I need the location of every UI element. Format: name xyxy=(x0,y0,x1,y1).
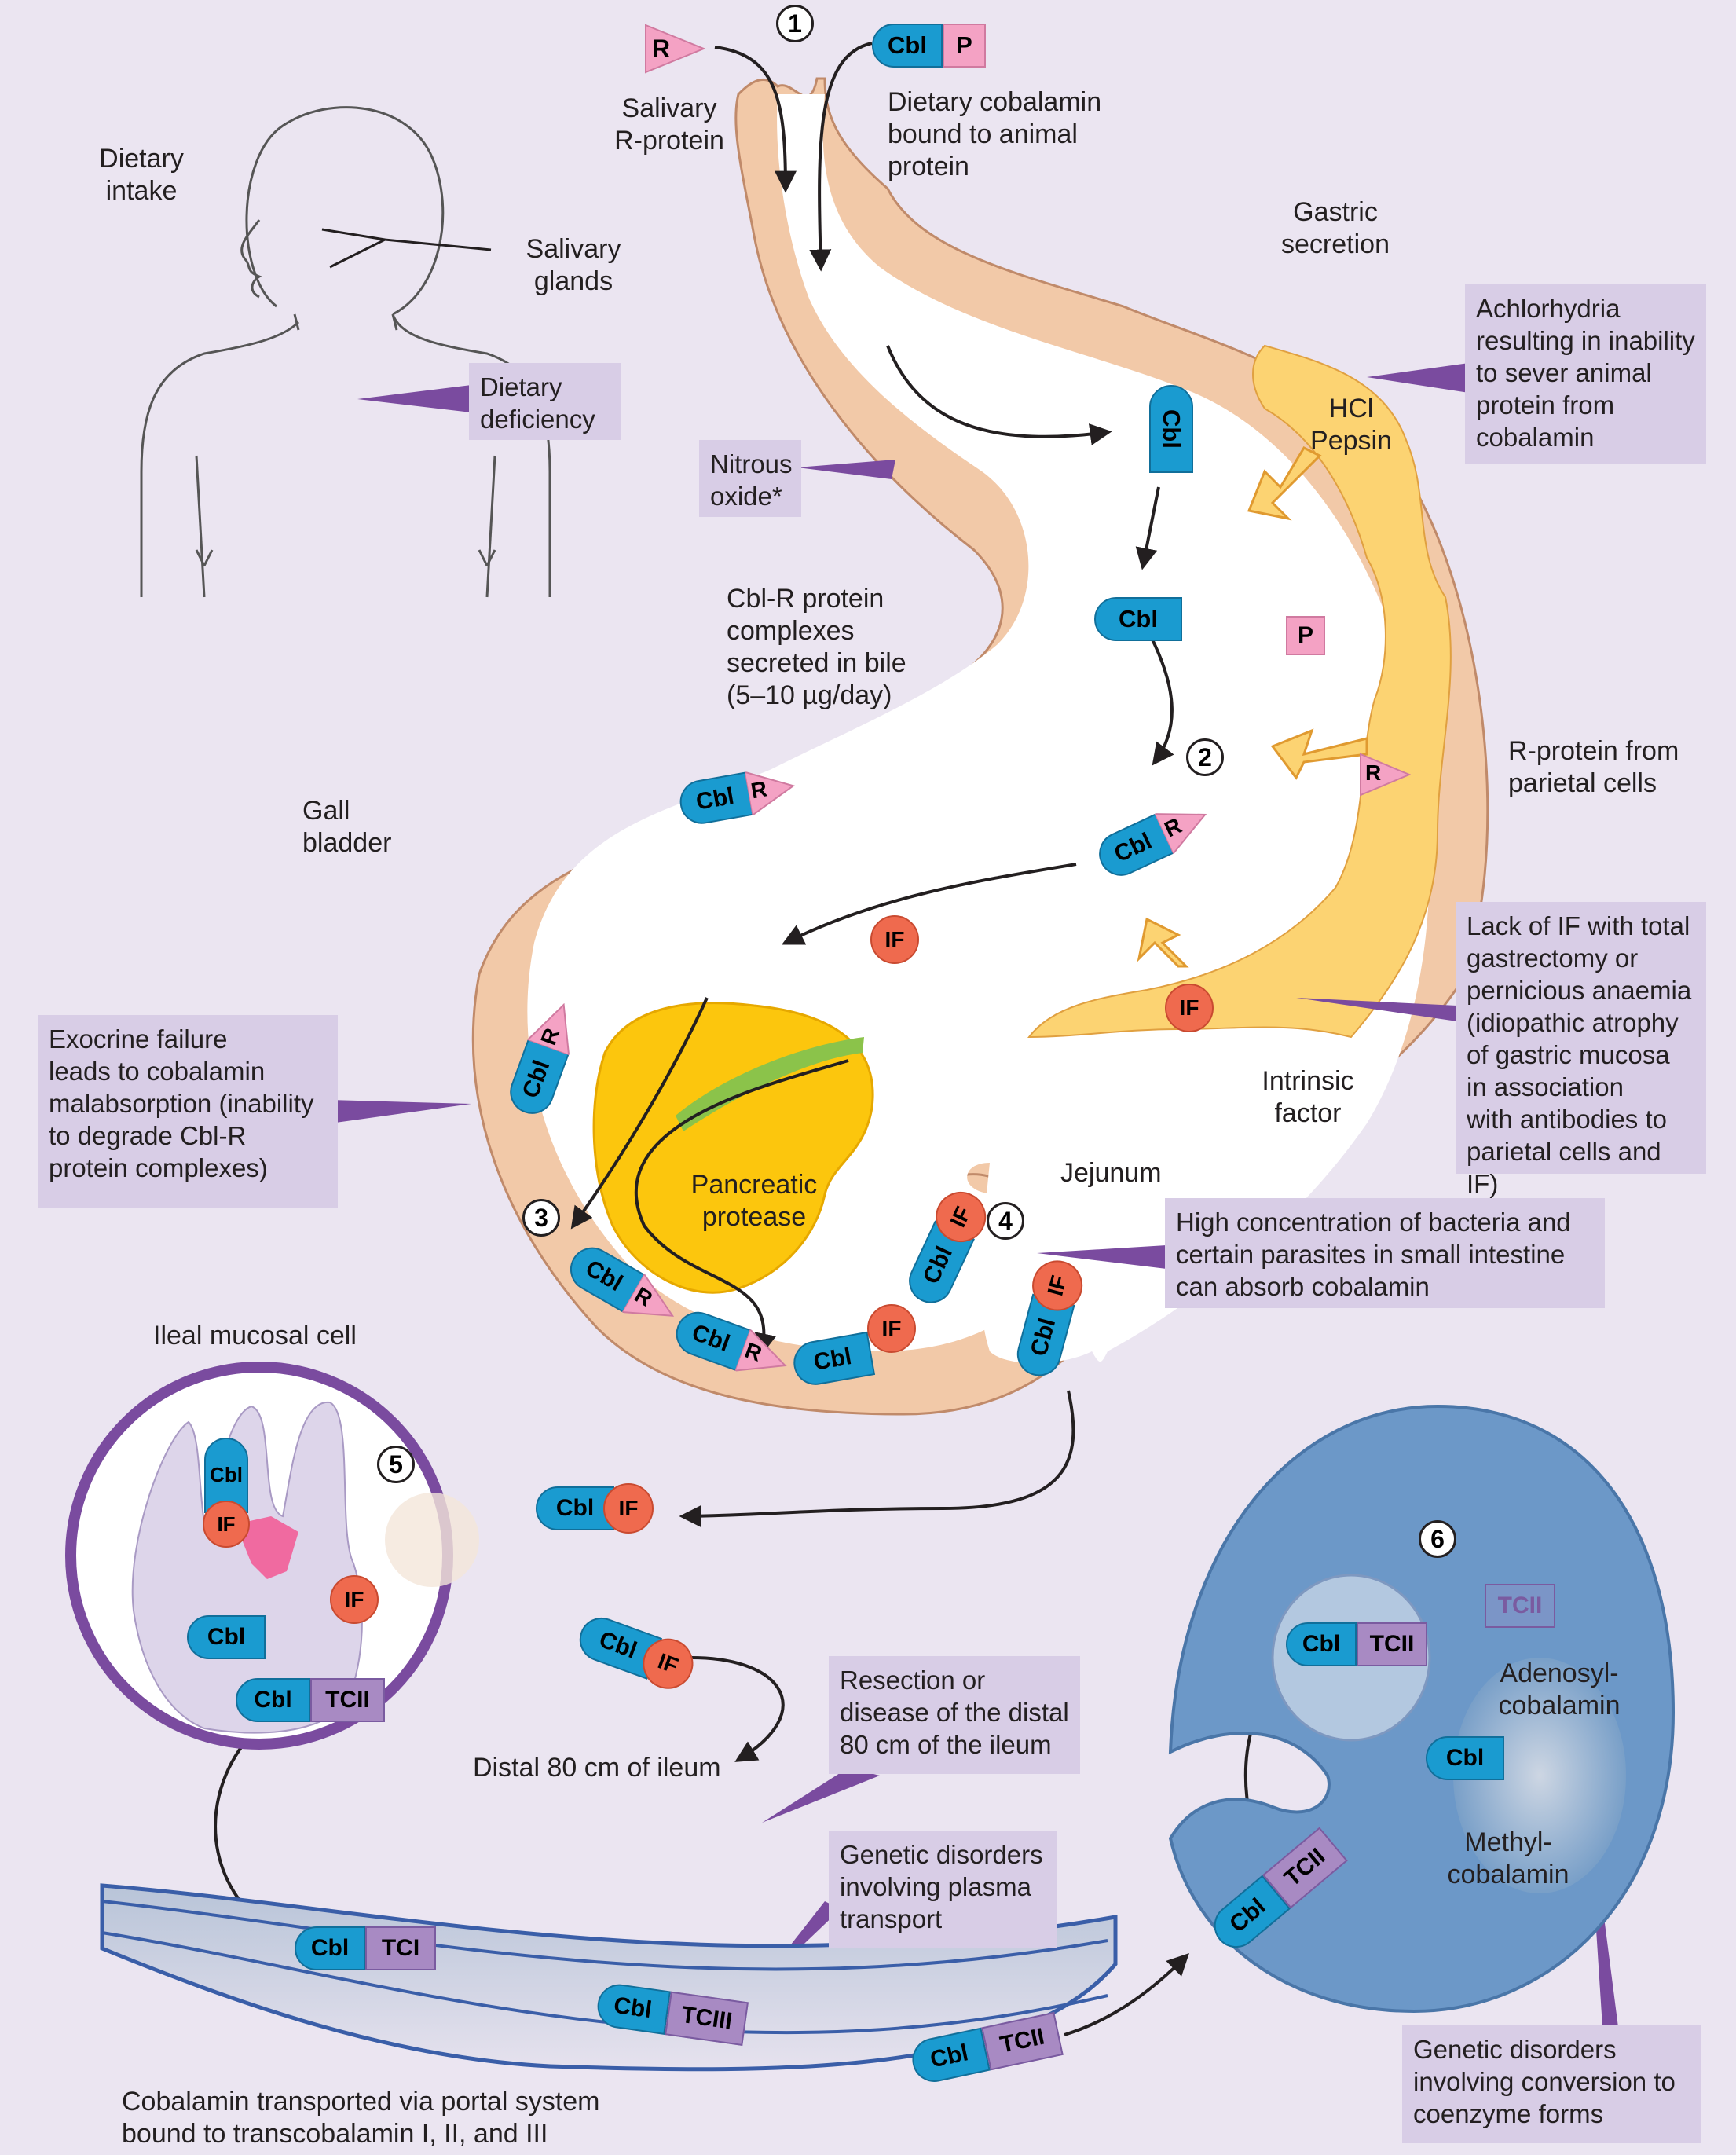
label-rprotein-parietal: R-protein from parietal cells xyxy=(1508,736,1679,798)
tcii-degraded: TCII xyxy=(1485,1584,1555,1628)
cbl-free-mucosal: Cbl xyxy=(187,1615,266,1659)
label-ileal-mucosal-cell: Ileal mucosal cell xyxy=(153,1321,357,1351)
cbl-free-1: Cbl xyxy=(1149,385,1193,473)
secretion-arrows xyxy=(1137,446,1368,968)
if-free-stomach: IF xyxy=(870,915,919,964)
cbl-free-2: Cbl xyxy=(1094,597,1182,641)
cbl-r-lower-1: Cbl R xyxy=(562,1239,683,1335)
if-intrinsic-factor: IF xyxy=(1165,984,1214,1032)
step-marker-4: 4 xyxy=(987,1202,1024,1240)
cbl-free-cell: Cbl xyxy=(1426,1736,1504,1780)
callout-lack-of-if: Lack of IF with total gastrectomy or per… xyxy=(1456,902,1706,1198)
label-adenosylcobalamin: Adenosyl- cobalamin xyxy=(1498,1658,1621,1721)
pancreatic-duct xyxy=(676,1037,864,1131)
callout-genetic-plasma: Genetic disorders involving plasma trans… xyxy=(829,1831,1057,1948)
label-gall-bladder: Gall bladder xyxy=(302,796,392,858)
step-marker-6: 6 xyxy=(1419,1520,1456,1558)
callout-achlorhydria: Achlorhydria resulting in inability to s… xyxy=(1465,284,1706,464)
callout-nitrous-oxide: Nitrous oxide* xyxy=(699,440,801,517)
cbl-p-complex: Cbl P xyxy=(872,24,986,68)
callout-resection: Resection or disease of the distal 80 cm… xyxy=(829,1656,1080,1774)
cbl-tcii-lysosome: Cbl TCII xyxy=(1286,1622,1427,1666)
label-portal-transport: Cobalamin transported via portal system … xyxy=(122,2087,600,2149)
label-salivary-rprotein: Salivary R-protein xyxy=(614,93,724,156)
label-jejunum: Jejunum xyxy=(1060,1158,1162,1188)
cbl-if-mucosal: Cbl IF xyxy=(203,1438,250,1548)
label-cbl-r-bile: Cbl-R protein complexes secreted in bile… xyxy=(727,584,906,710)
callout-dietary-deficiency: Dietary deficiency xyxy=(469,363,621,440)
gastric-mucosa xyxy=(1027,344,1452,1039)
cbl-r-stomach: Cbl R xyxy=(1091,795,1214,884)
label-methylcobalamin: Methyl- cobalamin xyxy=(1447,1827,1569,1889)
ileal-mucosal-cell xyxy=(65,1362,479,1750)
step-marker-2: 2 xyxy=(1186,738,1224,776)
cbl-tci-vessel: Cbl TCI xyxy=(295,1926,436,1970)
step-marker-1: 1 xyxy=(776,5,814,42)
step-marker-3: 3 xyxy=(522,1199,560,1237)
p-protein: P xyxy=(1286,616,1325,655)
step-marker-5: 5 xyxy=(377,1446,415,1483)
callout-exocrine-failure: Exocrine failure leads to cobalamin mala… xyxy=(38,1015,338,1208)
cbl-if-ileum-1: Cbl IF xyxy=(536,1483,654,1534)
label-distal-ileum: Distal 80 cm of ileum xyxy=(473,1753,721,1783)
label-dietary-cobalamin: Dietary cobalamin bound to animal protei… xyxy=(888,87,1102,181)
if-free-jejunum: IF xyxy=(867,1304,916,1353)
cbl-tcii-mucosal: Cbl TCII xyxy=(236,1678,385,1722)
cbl-r-lower-2: Cbl R xyxy=(669,1305,792,1386)
label-intrinsic-factor: Intrinsic factor xyxy=(1262,1066,1354,1128)
label-salivary-glands: Salivary glands xyxy=(526,234,621,296)
label-dietary-intake: Dietary intake xyxy=(99,144,184,206)
label-hcl-pepsin: HCl Pepsin xyxy=(1310,394,1392,456)
callout-genetic-coenzyme: Genetic disorders involving conversion t… xyxy=(1402,2025,1701,2143)
if-free-mucosal: IF xyxy=(330,1575,379,1624)
callout-bacteria: High concentration of bacteria and certa… xyxy=(1165,1198,1605,1308)
r-protein-parietal: R xyxy=(1359,753,1411,797)
label-pancreatic-protease: Pancreatic protease xyxy=(690,1170,818,1232)
label-gastric-secretion: Gastric secretion xyxy=(1281,197,1390,259)
cbl-r-duodenum: Cbl R xyxy=(504,998,584,1120)
cbl-r-bile: Cbl R xyxy=(676,764,797,828)
r-protein-salivary: R xyxy=(644,24,705,74)
salivary-gland-lines xyxy=(321,228,492,269)
